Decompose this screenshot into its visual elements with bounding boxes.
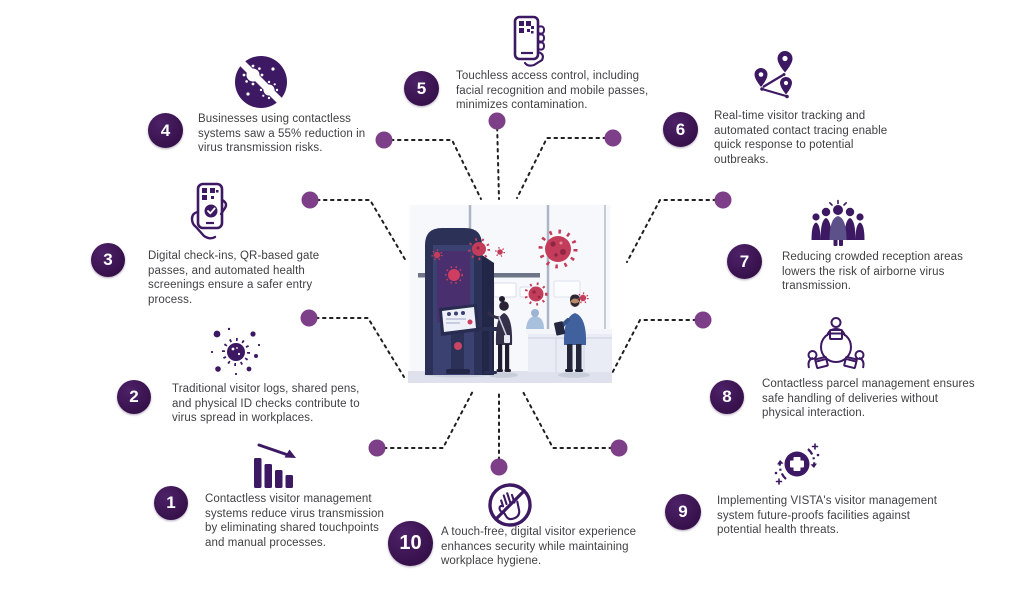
step-3-number: 3 [103, 250, 113, 269]
step-4-text: Businesses using contactless systems saw… [198, 113, 366, 155]
step-2-badge: 2 [117, 380, 151, 414]
step-1-number: 1 [166, 493, 176, 512]
step-1-text: Contactless visitor management systems r… [205, 493, 385, 549]
step-6-text: Real-time visitor tracking and automated… [714, 110, 888, 166]
step-2-number: 2 [129, 387, 139, 406]
virus-particles [431, 229, 589, 306]
step-8-badge: 8 [710, 380, 744, 414]
crowd-icon [809, 199, 867, 246]
step-3-badge: 3 [91, 243, 125, 277]
parcel-handling-icon [804, 316, 868, 376]
central-illustration [408, 205, 612, 383]
step-2-text: Traditional visitor logs, shared pens, a… [172, 383, 360, 425]
step-6-number: 6 [675, 119, 686, 139]
virus-particles-icon [209, 325, 261, 377]
step-8-text: Contactless parcel management ensures sa… [762, 378, 975, 420]
step-6-badge: 6 [663, 112, 698, 147]
phone-qr-hand-icon [506, 14, 550, 67]
step-3-text: Digital check-ins, QR-based gate passes,… [148, 250, 320, 306]
step-7-number: 7 [739, 251, 750, 271]
step-10-number: 10 [399, 532, 422, 554]
step-7-badge: 7 [727, 244, 762, 279]
declining-bar-chart-icon [252, 442, 300, 488]
step-7-text: Reducing crowded reception areas lowers … [782, 251, 963, 293]
visitor-tracking-pins-icon [751, 49, 799, 105]
step-10-badge: 10 [388, 521, 433, 566]
no-touch-icon [486, 481, 534, 529]
step-5-text: Touchless access control, including faci… [456, 70, 649, 112]
phone-health-check-icon [185, 182, 235, 240]
step-4-badge: 4 [148, 113, 183, 148]
step-9-text: Implementing VISTA's visitor management … [717, 495, 937, 537]
health-protection-refresh-icon [774, 441, 820, 487]
step-5-badge: 5 [404, 71, 439, 106]
step-9-badge: 9 [665, 494, 701, 530]
step-1-badge: 1 [154, 486, 188, 520]
step-5-number: 5 [416, 78, 427, 98]
step-10-text: A touch-free, digital visitor experience… [441, 526, 637, 568]
step-4-number: 4 [160, 120, 171, 140]
no-virus-icon [233, 54, 289, 110]
step-8-number: 8 [722, 387, 732, 406]
step-9-number: 9 [678, 502, 688, 521]
